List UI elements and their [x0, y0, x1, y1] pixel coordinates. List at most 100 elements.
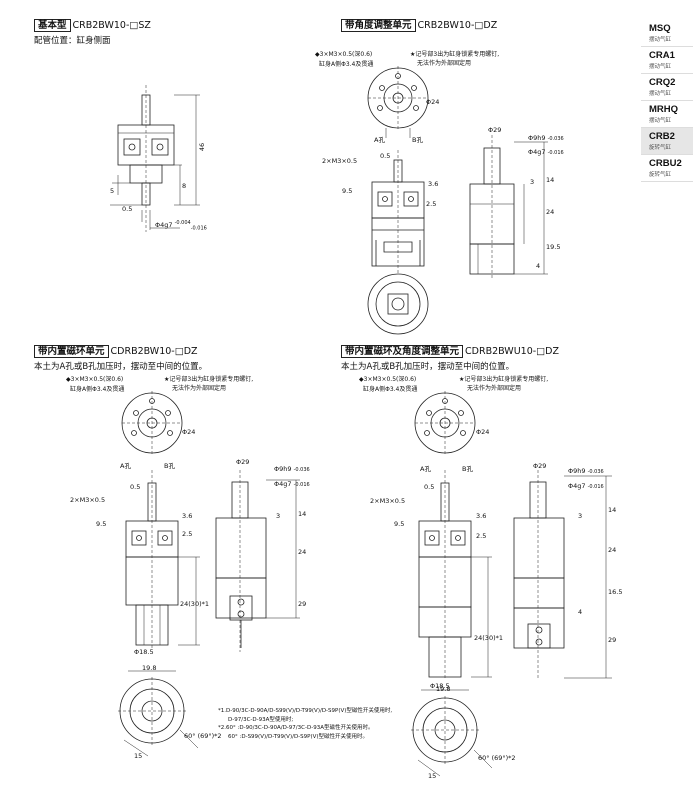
magnet-angle-dim-4: 4 [578, 608, 583, 616]
magnet-angle-top-view [414, 391, 476, 455]
angle-dim-14: 14 [546, 176, 555, 184]
magnet-dim-2-5: 2.5 [182, 530, 193, 538]
magnet-angle-front-view [418, 470, 492, 680]
magnet-dim-3-6: 3.6 [182, 512, 193, 520]
magnet-angle-bottom-view [411, 689, 493, 777]
magnet-angle-dim-3: 3 [578, 512, 583, 520]
section-basic-subtitle: 配管位置：缸身侧面 [34, 36, 111, 46]
magnet-angle-side-view [513, 470, 612, 680]
magnet-angle-phi9h9: Φ9h9 -0.036 [568, 467, 604, 475]
magnet-angle-dim-14: 14 [608, 506, 617, 514]
magnet-dim-3: 3 [276, 512, 281, 520]
magnet-angle-dim-15: 15 [428, 772, 437, 780]
angle-dim-19-5: 19.5 [546, 243, 561, 251]
angle-dim-24: 24 [546, 208, 555, 216]
angle-dim-3-6: 3.6 [428, 180, 439, 188]
angle-front-view [371, 150, 425, 275]
magnet-angle-m3-spec: 2×M3×0.5 [370, 497, 406, 505]
magnet-angle-dim-3-6: 3.6 [476, 512, 487, 520]
angle-phi24: Φ24 [426, 98, 440, 106]
magnet-mark-note: 记号部3出为缸身锁紧专用螺钉, [164, 376, 253, 384]
magnet-angle-phi24: Φ24 [476, 428, 490, 436]
magnet-angle-dim-29: 29 [608, 636, 617, 644]
angle-hole-spec: 3×M3×0.5(深0.6) [315, 51, 372, 59]
magnet-dim-60: 60° (69°)*2 [184, 732, 222, 740]
magnet-phi4g7: Φ4g7 -0.016 [274, 480, 310, 488]
magnet-angle-hole-spec: 3×M3×0.5(深0.6) [359, 376, 416, 384]
footnotes: *1.D-90/3C-D-90A/D-S99(V)/D-T99(V)/D-S9P… [218, 708, 393, 740]
magnet-port-a: A孔 [120, 462, 131, 470]
magnet-angle-phi18-5: Φ18.5 [430, 682, 450, 690]
dim-shaft-dia: Φ4g7 -0.004-0.016 [155, 220, 207, 232]
angle-dim-0-5: 0.5 [380, 152, 391, 160]
angle-mark-note-2: 无法作为外部固定用 [417, 60, 472, 67]
dim-8: 8 [182, 182, 187, 190]
angle-dim-3: 3 [530, 178, 535, 186]
magnet-dim-15: 15 [134, 752, 143, 760]
magnet-phi29: Φ29 [236, 458, 250, 466]
angle-mark-note: 记号部3出为缸身锁紧专用螺钉, [410, 51, 499, 59]
magnet-angle-dim-24: 24 [608, 546, 617, 554]
magnet-angle-phi4g7: Φ4g7 -0.016 [568, 482, 604, 490]
magnet-mark-note-2: 无法作为外部固定用 [172, 385, 227, 392]
magnet-angle-mark-note: 记号部3出为缸身锁紧专用螺钉, [459, 376, 548, 384]
magnet-dim-29: 29 [298, 600, 307, 608]
magnet-top-view [121, 391, 183, 455]
angle-phi29: Φ29 [488, 126, 502, 134]
magnet-angle-hole-through: 缸身A侧Φ3.4及贯通 [363, 386, 418, 393]
magnet-dim-19-8: 19.8 [142, 664, 157, 672]
magnet-angle-dim-9-5: 9.5 [394, 520, 405, 528]
magnet-front-view [125, 470, 200, 648]
magnet-dim-24: 24 [298, 548, 307, 556]
magnet-angle-mark-note-2: 无法作为外部固定用 [467, 385, 522, 392]
section-magnet-angle-subtitle: 本土为A孔或B孔加压时，摆动至中间的位置。 [341, 362, 515, 372]
magnet-angle-dim-0-5: 0.5 [424, 483, 435, 491]
angle-dim-2-5: 2.5 [426, 200, 437, 208]
magnet-dim-0-5: 0.5 [130, 483, 141, 491]
angle-dim-9-5: 9.5 [342, 187, 353, 195]
magnet-phi9h9: Φ9h9 -0.036 [274, 465, 310, 473]
angle-port-b: B孔 [412, 136, 423, 144]
magnet-bottom-view [118, 670, 199, 757]
angle-top-view [367, 66, 429, 138]
angle-bottom-view [367, 273, 429, 335]
magnet-side-view [215, 470, 300, 652]
magnet-dim-14: 14 [298, 510, 307, 518]
magnet-angle-port-a: A孔 [420, 465, 431, 473]
section-magnet-subtitle: 本土为A孔或B孔加压时，摆动至中间的位置。 [34, 362, 208, 372]
magnet-dim-24-30: 24(30)*1 [180, 600, 209, 608]
magnet-phi18-5: Φ18.5 [134, 648, 154, 656]
angle-port-a: A孔 [374, 136, 385, 144]
magnet-angle-port-b: B孔 [462, 465, 473, 473]
angle-phi9h9: Φ9h9 -0.036 [528, 134, 564, 142]
angle-hole-through: 缸身A侧Φ3.4及贯通 [319, 61, 374, 68]
magnet-angle-phi29: Φ29 [533, 462, 547, 470]
magnet-angle-dim-60: 60° (69°)*2 [478, 754, 516, 762]
dim-0-5: 0.5 [122, 205, 133, 213]
magnet-hole-through: 缸身A侧Φ3.4及贯通 [70, 386, 125, 393]
angle-phi4g7: Φ4g7 -0.016 [528, 148, 564, 156]
magnet-angle-dim-16-5: 16.5 [608, 588, 623, 596]
magnet-angle-dim-2-5: 2.5 [476, 532, 487, 540]
magnet-dim-9-5: 9.5 [96, 520, 107, 528]
magnet-port-b: B孔 [164, 462, 175, 470]
magnet-m3-spec: 2×M3×0.5 [70, 496, 106, 504]
magnet-hole-spec: 3×M3×0.5(深0.6) [66, 376, 123, 384]
dim-5: 5 [110, 187, 115, 195]
magnet-angle-dim-19-8: 19.8 [436, 685, 451, 693]
angle-side-view [469, 135, 548, 278]
magnet-angle-dim-24-30: 24(30)*1 [474, 634, 503, 642]
magnet-phi24: Φ24 [182, 428, 196, 436]
